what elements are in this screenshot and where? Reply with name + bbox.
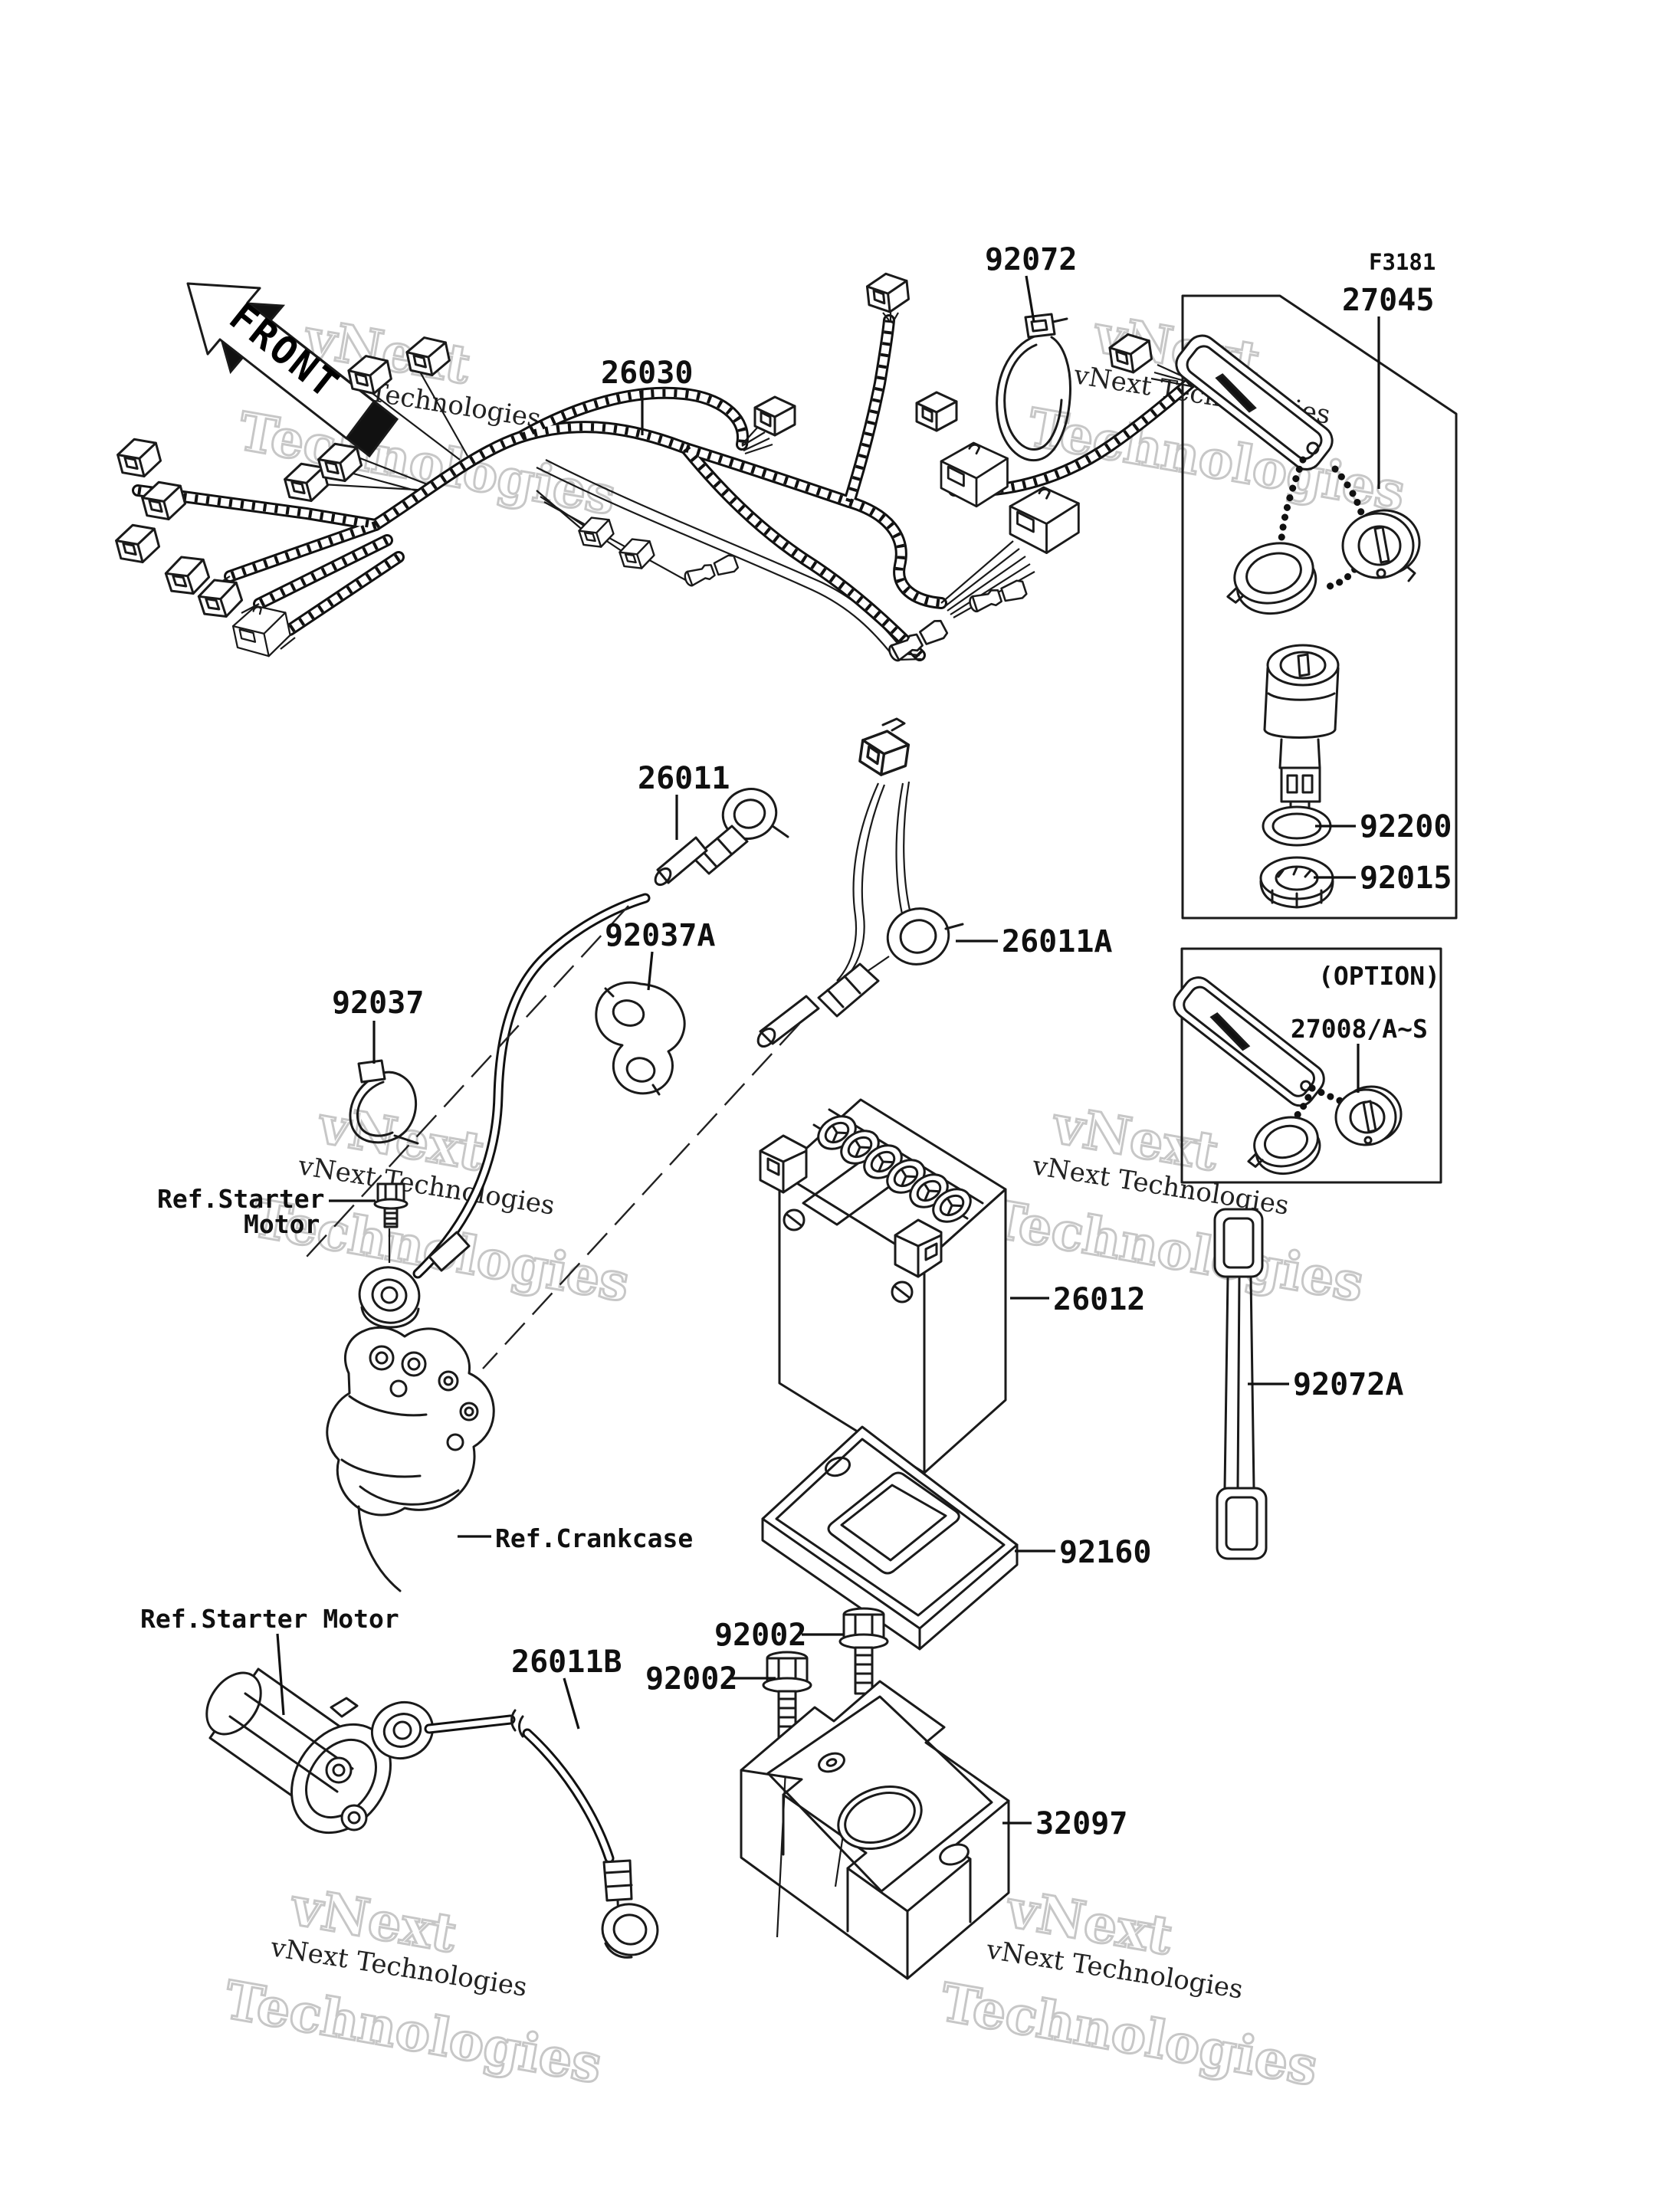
harness-connector (228, 599, 295, 664)
battery-tray-92160 (761, 1425, 1019, 1651)
harness-connector (113, 433, 165, 483)
bullet-connector (681, 553, 740, 589)
label-27045: 27045 (1342, 283, 1434, 318)
label-92200: 92200 (1360, 809, 1452, 844)
label-27008: 27008/A~S (1291, 1014, 1428, 1044)
switch-cap (1226, 542, 1317, 615)
harness-connector (865, 271, 911, 316)
ignition-switch-box-27045 (1175, 294, 1458, 920)
watermark-outline: Technologies (936, 1972, 1322, 2098)
cable-tie-92037 (349, 1059, 419, 1145)
battery-cable-26011b (370, 1701, 659, 1959)
harness-connector (753, 395, 796, 437)
label-ref-starter-line2: Motor (244, 1209, 320, 1239)
battery-caps (817, 1115, 972, 1223)
label-option: (OPTION) (1318, 961, 1440, 991)
harness-connector (615, 533, 658, 575)
switch-cap-keyhole (1341, 509, 1421, 582)
label-92002-lower: 92002 (645, 1661, 737, 1697)
battery-band-92072a (1213, 1208, 1268, 1560)
label-26030: 26030 (601, 356, 693, 391)
harness-relay-connector (1009, 486, 1080, 554)
label-92160: 92160 (1059, 1535, 1151, 1570)
label-92072a: 92072A (1293, 1367, 1404, 1402)
label-92002-upper: 92002 (714, 1618, 806, 1653)
battery-cable-26011 (654, 788, 789, 887)
switch-cap (1247, 1116, 1321, 1176)
starter-motor (205, 1667, 392, 1835)
label-26011: 26011 (638, 761, 730, 796)
leader-lines (276, 275, 1380, 1825)
battery-26012 (759, 1098, 1007, 1474)
wiring-harness-26030 (112, 271, 1199, 665)
battery-cable-26011a (756, 717, 964, 1048)
harness-relay-connector (940, 441, 1009, 508)
label-ref-crankcase: Ref.Crankcase (495, 1523, 693, 1553)
harness-connector (138, 476, 189, 526)
label-92037a: 92037A (605, 918, 716, 953)
watermark-outline: Technologies (982, 1188, 1368, 1314)
ignition-switch-body (1263, 644, 1340, 812)
crankcase-bracket (326, 1326, 495, 1592)
label-26011b: 26011B (511, 1644, 622, 1680)
harness-connector (112, 519, 163, 569)
label-32097: 32097 (1035, 1806, 1127, 1841)
label-92037: 92037 (332, 985, 424, 1021)
harness-connector (915, 391, 958, 432)
starter-motor-cable-upper (358, 893, 651, 1329)
label-f3181: F3181 (1369, 249, 1436, 275)
option-key-box-27008 (1173, 947, 1442, 1184)
watermark-outline: Technologies (220, 1969, 606, 2096)
ring-nut-92015 (1259, 856, 1334, 909)
label-92015: 92015 (1360, 861, 1452, 896)
switch-cap-keyhole (1334, 1085, 1403, 1146)
label-ref-starter-line1: Ref.Starter (157, 1184, 325, 1214)
battery-case-32097 (740, 1680, 1010, 1980)
clamp-92037a (595, 981, 686, 1096)
part-labels: 92072 F3181 27045 26030 26011 92037A 260… (140, 242, 1452, 1841)
label-ref-starter-motor: Ref.Starter Motor (140, 1604, 399, 1634)
label-26012: 26012 (1053, 1282, 1145, 1317)
label-26011a: 26011A (1002, 924, 1113, 959)
label-92072: 92072 (985, 242, 1077, 277)
